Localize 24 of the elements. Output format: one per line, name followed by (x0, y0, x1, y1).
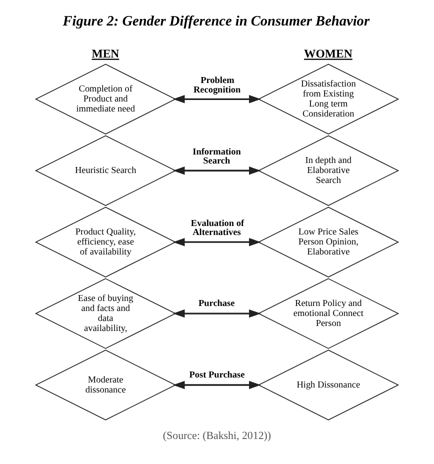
arrow (172, 95, 261, 104)
node-diamond: Dissatisfaction from Existing Long term Consideration (258, 64, 400, 135)
node-diamond: Completion of Product and immediate need (34, 64, 176, 135)
node-diamond: Moderate dissonance (34, 350, 176, 420)
node-diamond: Ease of buying and facts and data availability, (34, 278, 176, 349)
node-diamond: High Dissonance (258, 350, 400, 420)
node-diamond: Product Quality, efficiency, ease of availability (34, 206, 176, 278)
arrow (172, 238, 261, 246)
arrow (172, 380, 261, 390)
caption: (Source: (Bakshi, 2012)) (162, 430, 272, 442)
diagram-title: Figure 2: Gender Difference in Consumer Behavior (62, 14, 370, 30)
label: MEN (92, 48, 120, 61)
edge-label: Problem Recognition (193, 75, 241, 94)
node-diamond: Low Price Sales Person Opinion, Elaborative (258, 206, 400, 278)
node-diamond: In depth and Elaborative Search (258, 135, 400, 206)
edge-label: Post Purchase (189, 369, 245, 380)
node-diamond: Heuristic Search (34, 135, 176, 206)
edge-label: Information Search (192, 146, 241, 166)
label: WOMEN (304, 48, 352, 61)
arrow (172, 166, 261, 175)
arrow (172, 309, 261, 318)
edge-label: Evaluation of Alternatives (190, 218, 244, 238)
edge-label: Purchase (198, 298, 235, 308)
node-diamond: Return Policy and emotional Connect Person (258, 278, 400, 349)
